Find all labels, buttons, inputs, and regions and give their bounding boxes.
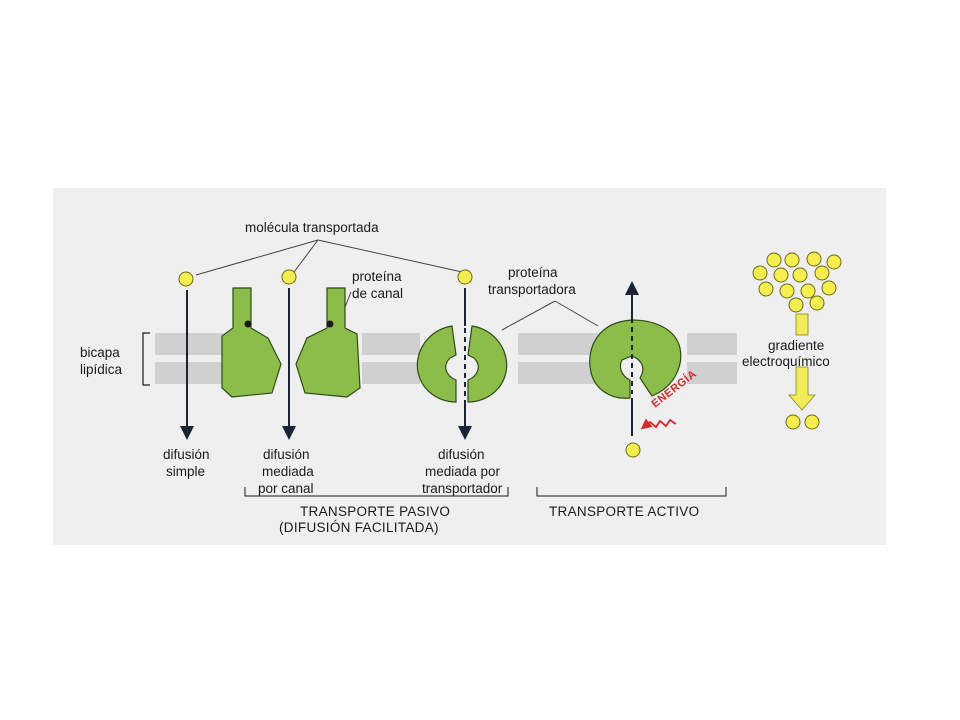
- molecule-carrier: [457, 269, 473, 285]
- transporter-protein-label-line1: proteína: [508, 265, 558, 280]
- simple-diffusion-label-line2: simple: [166, 464, 205, 479]
- gradient-molecule: [800, 283, 816, 299]
- carrier-right-lobe: [467, 325, 508, 403]
- channel-protein-label-line1: proteína: [352, 269, 402, 284]
- channel-diffusion-label-line2: mediada: [262, 464, 314, 479]
- gradient-molecule: [752, 265, 768, 281]
- gradient-molecule: [809, 295, 825, 311]
- molecule-active: [625, 442, 641, 458]
- gradient-molecule: [788, 297, 804, 313]
- channel-gate-knob-right: [326, 320, 334, 328]
- pump-body: [589, 319, 682, 399]
- molecule-pointer-lines: [195, 239, 463, 276]
- membrane-segment: [687, 362, 737, 384]
- channel-gate-knob-left: [244, 320, 252, 328]
- gradient-molecule: [826, 254, 842, 270]
- gradient-arrow-lower: [788, 366, 816, 411]
- low-concentration-molecules: [785, 414, 820, 430]
- bilayer-bracket: [142, 332, 150, 386]
- gradient-molecule: [785, 414, 801, 430]
- gradient-molecule: [758, 281, 774, 297]
- gradient-molecule: [806, 251, 822, 267]
- channel-protein-label-line2: de canal: [352, 286, 403, 301]
- bilayer-label-line2: lipídica: [80, 362, 123, 377]
- membrane-segment: [155, 362, 223, 384]
- molecule-channel: [281, 269, 297, 285]
- transporter-pointer-lines: [501, 300, 599, 331]
- channel-diffusion-label-line1: difusión: [263, 447, 310, 462]
- membrane-segment: [362, 362, 420, 384]
- gradient-molecule: [814, 265, 830, 281]
- passive-transport-bracket: [244, 487, 509, 497]
- gradient-molecule: [804, 414, 820, 430]
- energy-squiggle: [640, 418, 677, 430]
- carrier-protein-passive: [416, 325, 508, 403]
- gradient-molecule: [821, 280, 837, 296]
- simple-diffusion-label-line1: difusión: [163, 447, 210, 462]
- molecule-simple: [178, 271, 194, 287]
- carrier-diffusion-label-line2: mediada por: [425, 464, 501, 479]
- membrane-segment: [687, 333, 737, 355]
- gradient-molecule: [784, 252, 800, 268]
- gradient-molecule: [792, 267, 808, 283]
- active-transport-label: TRANSPORTE ACTIVO: [549, 504, 699, 519]
- facilitated-diffusion-label: (DIFUSIÓN FACILITADA): [279, 520, 439, 535]
- gradient-molecule: [779, 283, 795, 299]
- membrane-segment: [362, 333, 420, 355]
- gradient-molecule: [766, 252, 782, 268]
- membrane-segment: [518, 333, 598, 355]
- gradient-label-line1: gradiente: [768, 338, 824, 353]
- active-pump-protein: [589, 319, 682, 399]
- channel-protein-left-half: [221, 287, 282, 398]
- channel-protein: [221, 287, 361, 398]
- active-transport-bracket: [536, 487, 727, 497]
- transporter-protein-label-line2: transportadora: [488, 282, 576, 297]
- gradient-molecule: [773, 267, 789, 283]
- channel-protein-right-half: [295, 287, 361, 398]
- carrier-diffusion-label-line3: transportador: [422, 481, 503, 496]
- passive-transport-label: TRANSPORTE PASIVO: [300, 504, 450, 519]
- channel-diffusion-label-line3: por canal: [258, 481, 314, 496]
- high-concentration-molecules: [752, 251, 842, 313]
- carrier-left-lobe: [416, 325, 457, 403]
- membrane-segment: [518, 362, 598, 384]
- carrier-diffusion-label-line1: difusión: [438, 447, 485, 462]
- transported-molecule-label: molécula transportada: [245, 220, 379, 235]
- gradient-label-line2: electroquímico: [742, 354, 830, 369]
- bilayer-label-line1: bicapa: [80, 345, 120, 360]
- lipid-bilayer: [155, 333, 737, 384]
- membrane-segment: [155, 333, 223, 355]
- gradient-arrow-shaft-upper: [795, 313, 809, 336]
